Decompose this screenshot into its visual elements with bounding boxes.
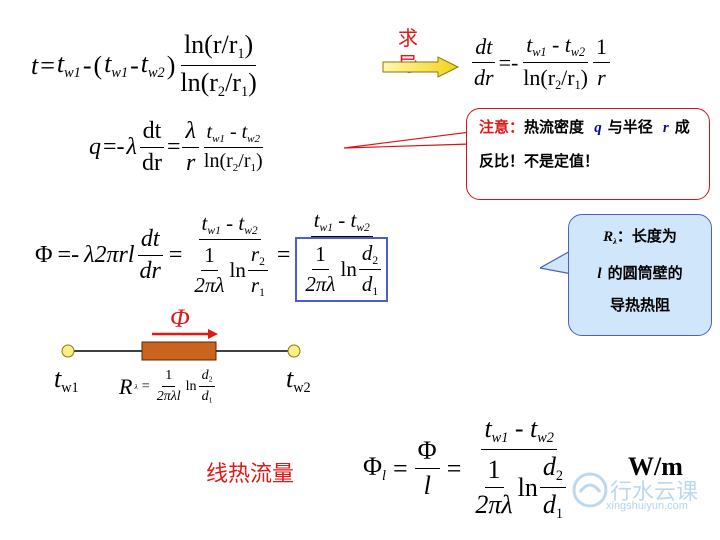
equation-temperature-distribution: t = tw1 - ( tw1 - tw2 ) ln(r/r1) ln(r2/r… — [30, 30, 261, 101]
eq1-fraction: ln(r/r1) ln(r2/r1) — [180, 30, 257, 100]
eq1-lhs: t — [31, 50, 39, 80]
watermark-url: xingshuiyun.com — [606, 500, 688, 512]
circuit-tw2-label: tw2 — [286, 364, 311, 396]
thermal-circuit — [61, 341, 301, 361]
heat-flow-arrow-icon — [152, 329, 218, 339]
circuit-phi-label: Φ — [170, 304, 190, 333]
resistor-rod — [141, 341, 217, 361]
linear-heat-flow-label: 线热流量 — [206, 461, 295, 486]
node-left — [61, 344, 75, 358]
watermark-logo-icon — [572, 472, 608, 508]
derive-arrow-icon — [382, 56, 460, 78]
node-right — [287, 344, 301, 358]
circuit-tw1-label: tw1 — [54, 364, 79, 396]
callout-pointer — [344, 131, 471, 149]
equation-heat-flux: q =- λ dt dr = λ r tw1 - tw2 ln(r2/r1) — [89, 118, 264, 176]
equation-temperature-gradient: dt dr =- tw1 - tw2 ln(r2/r1) 1 r — [470, 32, 611, 93]
linear-heat-flow-unit: W/m — [628, 452, 683, 481]
watermark-brand: 行水云课 — [610, 479, 699, 504]
